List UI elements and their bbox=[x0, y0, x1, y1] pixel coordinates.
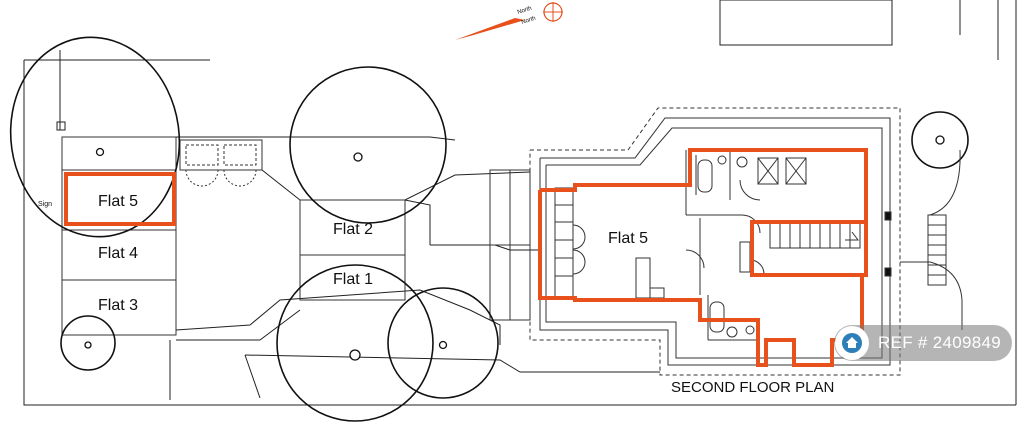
internal-walls bbox=[554, 150, 807, 341]
label-flat-2: Flat 2 bbox=[333, 221, 373, 238]
access-road bbox=[169, 136, 660, 400]
sign-label: Sign bbox=[38, 201, 52, 208]
bin-store bbox=[179, 139, 263, 187]
label-flat-5-plan: Flat 5 bbox=[608, 230, 648, 247]
plan-title: SECOND FLOOR PLAN bbox=[671, 379, 834, 396]
flat5-highlight bbox=[64, 148, 868, 367]
tree-canopies bbox=[9, 36, 969, 422]
parking-block-left bbox=[61, 136, 177, 336]
label-flat-4: Flat 4 bbox=[98, 245, 138, 262]
label-flat-3: Flat 3 bbox=[98, 297, 138, 314]
north-label-sub: North bbox=[521, 16, 537, 26]
ref-badge: REF # 2409849 bbox=[834, 325, 1012, 361]
walkway bbox=[489, 169, 531, 321]
block-flats-1-2 bbox=[299, 199, 406, 301]
site-boundary bbox=[23, 0, 1017, 406]
north-label: North bbox=[517, 6, 533, 16]
tree-trunks bbox=[84, 135, 945, 361]
staircase bbox=[769, 221, 861, 249]
label-flat-1: Flat 1 bbox=[333, 271, 373, 288]
external-stair bbox=[884, 149, 963, 330]
ref-text: REF # 2409849 bbox=[878, 333, 1001, 352]
north-arrow-icon bbox=[455, 2, 563, 40]
label-flat-5-site: Flat 5 bbox=[98, 193, 138, 210]
house-icon bbox=[835, 326, 869, 360]
